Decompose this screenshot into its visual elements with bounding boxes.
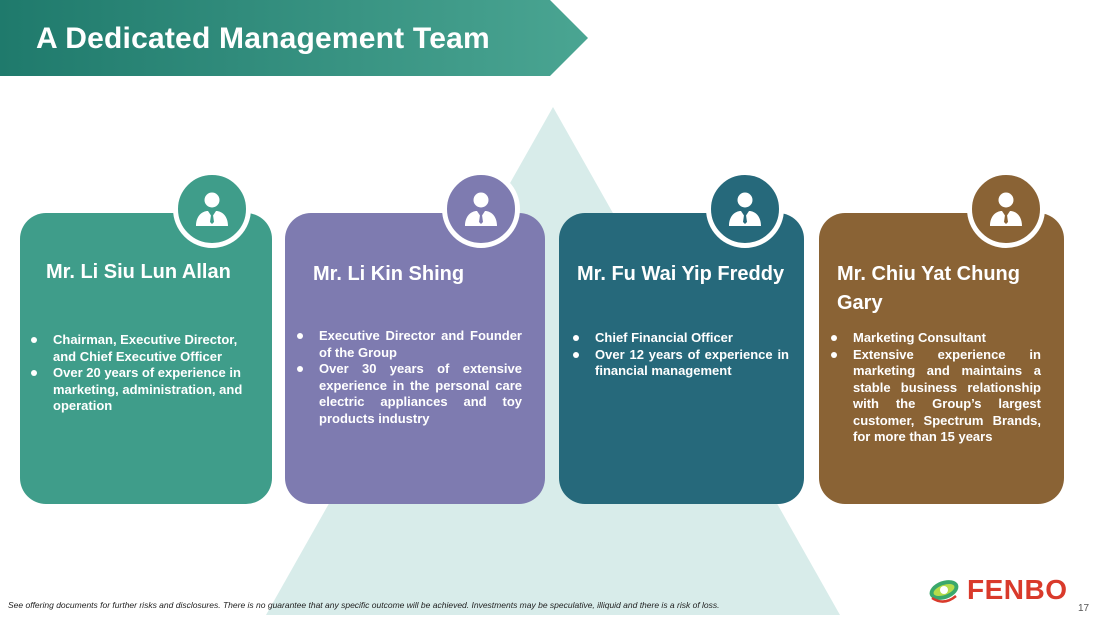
member-name: Mr. Li Siu Lun Allan: [46, 261, 231, 283]
disclaimer-text: See offering documents for further risks…: [8, 600, 720, 610]
member-name: Mr. Li Kin Shing: [313, 263, 465, 285]
bullet-item: Marketing Consultant: [829, 330, 1041, 347]
title-banner: [0, 0, 588, 76]
logo-mark-icon: [929, 580, 959, 603]
logo-text: FENBO: [967, 574, 1068, 605]
member-name: Mr. Fu Wai Yip Freddy: [577, 263, 785, 285]
member-name: Mr. Chiu Yat Chung Gary: [837, 263, 1020, 314]
person-icon: [706, 170, 784, 248]
person-icon: [173, 170, 251, 248]
person-icon: [967, 170, 1045, 248]
member-card-li-siu-lun-allan: Mr. Li Siu Lun Allan Chairman, Executive…: [20, 213, 272, 504]
member-bullets: Chairman, Executive Director, and Chief …: [29, 332, 263, 415]
member-bullets: Chief Financial Officer Over 12 years of…: [571, 330, 789, 380]
bullet-item: Executive Director and Founder of the Gr…: [295, 328, 522, 361]
bullet-item: Over 30 years of extensive experience in…: [295, 361, 522, 427]
member-bullets: Executive Director and Founder of the Gr…: [295, 328, 522, 427]
bullet-item: Over 20 years of experience in marketing…: [29, 365, 263, 415]
bullet-item: Extensive experience in marketing and ma…: [829, 347, 1041, 446]
person-icon: [442, 170, 520, 248]
member-card-chiu-yat-chung-gary: Mr. Chiu Yat Chung Gary Marketing Consul…: [819, 213, 1064, 504]
member-card-fu-wai-yip-freddy: Mr. Fu Wai Yip Freddy Chief Financial Of…: [559, 213, 804, 504]
bullet-item: Over 12 years of experience in financial…: [571, 347, 789, 380]
page-number: 17: [1078, 603, 1090, 614]
fenbo-logo: FENBO: [926, 572, 1068, 608]
page-title: A Dedicated Management Team: [36, 22, 490, 55]
bullet-item: Chief Financial Officer: [571, 330, 789, 347]
member-card-li-kin-shing: Mr. Li Kin Shing Executive Director and …: [285, 213, 545, 504]
member-bullets: Marketing Consultant Extensive experienc…: [829, 330, 1041, 446]
bullet-item: Chairman, Executive Director, and Chief …: [29, 332, 263, 365]
